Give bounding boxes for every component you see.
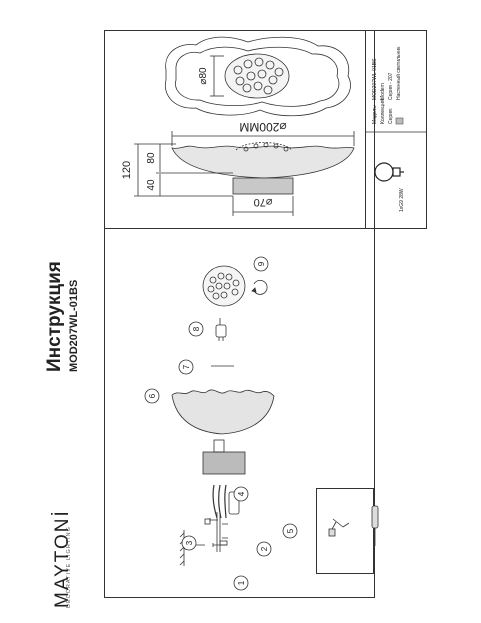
step-label-7: 7 <box>182 364 191 369</box>
step-marker-5 <box>282 523 298 539</box>
top-view-sphere <box>224 53 290 99</box>
spec-type-value: Настенный светильник <box>395 46 402 100</box>
side-view-base <box>232 177 294 195</box>
wires <box>212 484 227 519</box>
step-marker-6 <box>144 388 160 404</box>
step-label-5: 5 <box>286 528 295 533</box>
rotate-arrow-icon <box>253 280 268 295</box>
bracket <box>216 512 221 552</box>
step-marker-2 <box>256 541 272 557</box>
spec-model-label: Модель: <box>372 105 378 124</box>
step-label-9: 9 <box>257 261 266 266</box>
tools-diagram <box>328 505 379 546</box>
bulb-icon <box>374 162 404 182</box>
screwdriver-icon <box>371 505 379 546</box>
step-marker-7 <box>178 359 194 375</box>
base-canopy <box>202 451 246 475</box>
tools-frame <box>316 488 374 574</box>
step-label-6: 6 <box>148 393 157 398</box>
dim-height-total: 120 <box>121 161 133 179</box>
dim-height-upper: 80 <box>146 152 157 164</box>
spec-series-value: Серия - 207 <box>388 72 394 100</box>
decorative-sphere <box>202 265 246 307</box>
step-markers <box>144 256 298 591</box>
wall-hatch <box>179 530 185 566</box>
step-marker-8 <box>188 321 204 337</box>
assembly-diagram <box>171 265 275 566</box>
dim-inner-diameter: ⌀80 <box>198 67 209 85</box>
step-marker-1 <box>233 575 249 591</box>
wire-stripper-icon <box>328 518 350 537</box>
dim-base-diameter: ⌀70 <box>254 196 273 208</box>
dim-height-base: 40 <box>146 179 157 191</box>
shade <box>171 389 275 435</box>
step-marker-9 <box>253 256 269 272</box>
spec-model-value: MOD207WL-01BS <box>372 58 378 100</box>
step-marker-3 <box>181 535 197 551</box>
base-stem <box>213 439 225 453</box>
step-label-2: 2 <box>260 546 269 551</box>
dimensions-frame <box>104 30 375 229</box>
bulb-g9-icon <box>215 318 227 341</box>
step-marker-4 <box>233 486 249 502</box>
side-view-sphere <box>235 142 293 152</box>
spec-collection-label: Коллекция: <box>380 98 386 124</box>
spec-collection-value: Modern <box>380 83 386 100</box>
dim-diameter-200: ⌀200MM <box>239 120 286 134</box>
wall-lamp-icon <box>395 117 404 125</box>
step-label-4: 4 <box>237 491 246 496</box>
top-view-shade <box>164 36 351 117</box>
bulb-spec: 1xG9 28W <box>399 188 405 212</box>
spec-series-label: Серия: <box>388 108 394 124</box>
screws-icon <box>192 518 228 547</box>
step-label-1: 1 <box>237 580 246 585</box>
dimension-drawing <box>134 36 355 216</box>
spec-frame <box>365 30 427 229</box>
step-label-8: 8 <box>192 326 201 331</box>
step-label-3: 3 <box>185 540 194 545</box>
